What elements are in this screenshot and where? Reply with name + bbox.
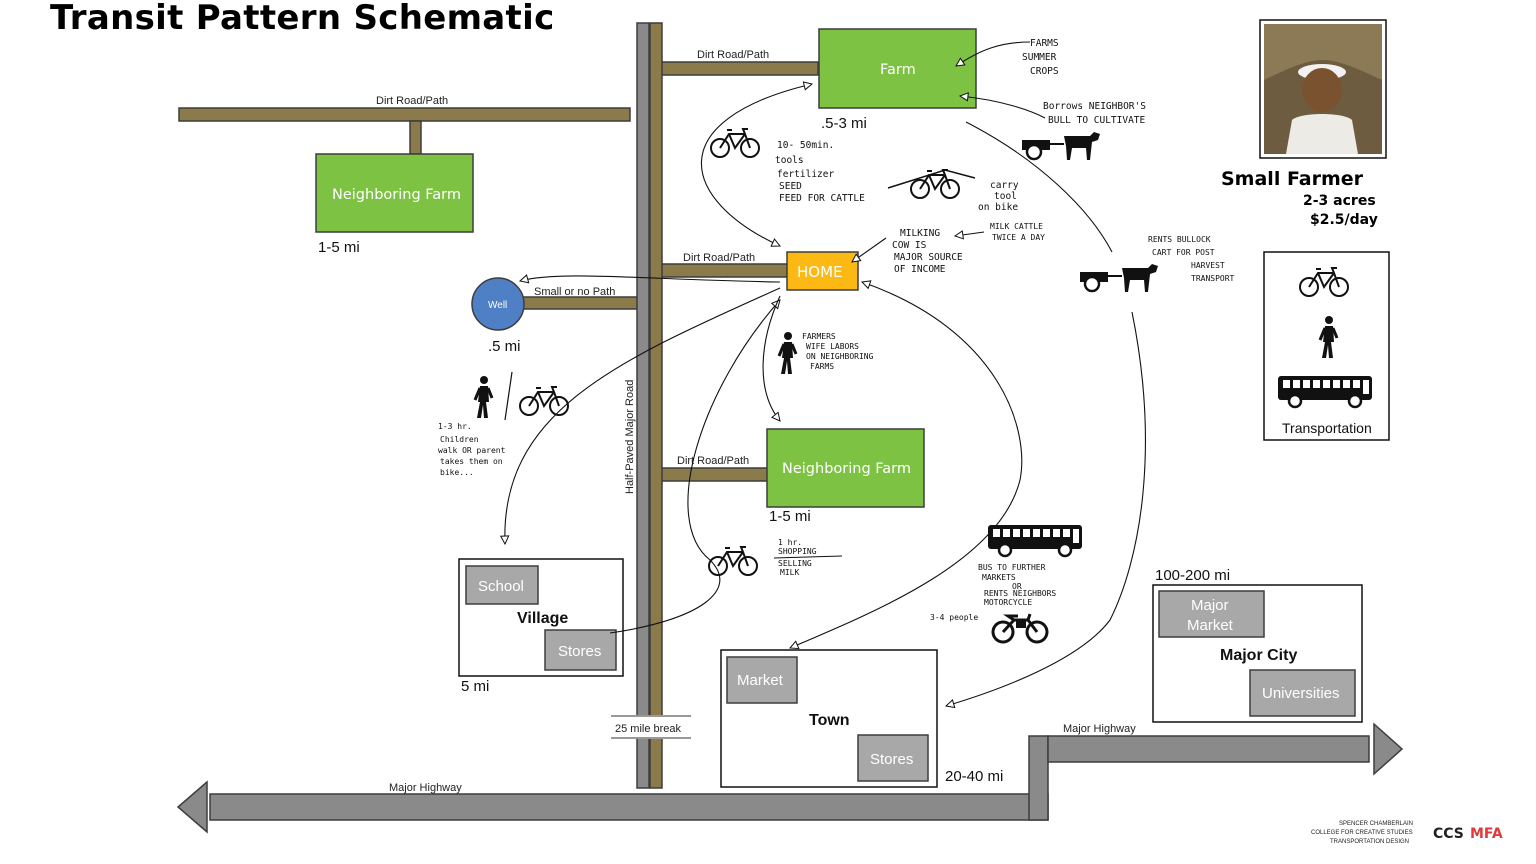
dirt-road-lower-label: Dirt Road/Path [677, 455, 749, 467]
farm-box [818, 28, 977, 109]
note-carry-tool: carry tool on bike [978, 180, 1024, 213]
town-stores-label: Stores [870, 751, 913, 768]
home-label: HOME [797, 263, 843, 281]
major-market-label-1: Major [1191, 597, 1229, 614]
dirt-road-left-label: Dirt Road/Path [376, 95, 448, 107]
note-shopping: 1 hr. SHOPPING SELLING MILK [778, 538, 821, 577]
highway-bottom-label: Major Highway [389, 782, 462, 794]
note-wife-labors: FARMERS WIFE LABORS ON NEIGHBORING FARMS [802, 332, 878, 371]
bullock-cart-transport-icon [1078, 262, 1160, 294]
well-distance: .5 mi [488, 338, 521, 355]
svg-text:CCS: CCS [1433, 826, 1464, 842]
major-road-label: Half-Paved Major Road [624, 380, 636, 494]
motorcycle-icon [991, 612, 1049, 644]
mile-break-label: 25 mile break [615, 723, 682, 735]
dirt-road-lower [659, 467, 769, 482]
bicycle-with-tool-icon [887, 169, 976, 199]
note-bus: BUS TO FURTHER MARKETS OR RENTS NEIGHBOR… [978, 563, 1061, 607]
ccs-mfa-logo: CCS MFA [1433, 826, 1503, 842]
village-stores-label: Stores [558, 643, 601, 660]
svg-text:MFA: MFA [1470, 826, 1503, 842]
neighboring-farm-mid-label: Neighboring Farm [782, 461, 911, 477]
mile-break-marker [611, 715, 691, 739]
town-distance: 20-40 mi [945, 768, 1003, 785]
well-path [521, 296, 639, 310]
walking-child-icon [473, 374, 494, 420]
well-circle [471, 277, 525, 331]
well-label: Well [488, 300, 507, 311]
neighboring-farm-top-label: Neighboring Farm [332, 187, 461, 203]
farmer-income: $2.5/day [1310, 212, 1378, 228]
bicycle-shopping-icon [708, 546, 758, 576]
major-city-box [1152, 584, 1363, 723]
major-city-distance: 100-200 mi [1155, 567, 1230, 584]
village-box [458, 558, 624, 677]
universities-label: Universities [1262, 685, 1340, 702]
bicycle-school-icon [519, 386, 569, 416]
major-highway-bottom [176, 735, 1049, 834]
note-children: 1-3 hr. Children walk OR parent takes th… [438, 422, 510, 477]
flow-arrows [505, 41, 1146, 706]
neighboring-farm-mid-distance: 1-5 mi [769, 508, 811, 525]
note-milking: MILKING COW IS MAJOR SOURCE OF INCOME [892, 228, 968, 275]
farmer-photo [1259, 19, 1387, 159]
walking-person-icon [777, 330, 798, 376]
footer-credit: SPENCER CHAMBERLAIN COLLEGE FOR CREATIVE… [1311, 821, 1415, 845]
dirt-road-left [178, 107, 631, 155]
highway-right-label: Major Highway [1063, 723, 1136, 735]
half-paved-major-road [636, 22, 663, 789]
neighboring-farm-top-distance: 1-5 mi [318, 239, 360, 256]
well-path-label: Small or no Path [534, 286, 615, 298]
note-people: 3-4 people [930, 613, 978, 622]
note-borrows-bull: Borrows NEIGHBOR'S BULL TO CULTIVATE [1043, 101, 1152, 126]
bus-icon [986, 523, 1084, 558]
dirt-road-home [659, 263, 789, 278]
major-city-label: Major City [1220, 647, 1297, 664]
dirt-road-top-label: Dirt Road/Path [697, 49, 769, 61]
farmer-name: Small Farmer [1221, 168, 1364, 190]
note-rents-cart: RENTS BULLOCK CART FOR POST HARVEST TRAN… [1148, 235, 1235, 283]
bicycle-icon [710, 128, 760, 158]
town-box [720, 649, 938, 788]
major-highway-right [1047, 722, 1404, 776]
town-market-label: Market [737, 672, 784, 689]
note-farms-crops: FARMS SUMMER CROPS [1022, 38, 1064, 77]
village-school-label: School [478, 578, 524, 595]
slash-divider [504, 371, 513, 421]
transportation-label: Transportation [1282, 420, 1372, 436]
dirt-road-home-label: Dirt Road/Path [683, 252, 755, 264]
page-title: Transit Pattern Schematic [50, 0, 555, 38]
dirt-road-top [659, 61, 819, 76]
town-label: Town [809, 712, 850, 729]
village-label: Village [517, 610, 568, 627]
note-bike-trip: 10- 50min. tools fertilizer SEED FEED FO… [775, 140, 865, 204]
farm-label: Farm [880, 62, 916, 78]
note-milk-cattle: MILK CATTLE TWICE A DAY [990, 222, 1048, 242]
village-distance: 5 mi [461, 678, 489, 695]
farm-distance: .5-3 mi [821, 115, 867, 132]
major-market-label-2: Market [1187, 617, 1234, 634]
neighboring-farm-top-box [315, 153, 474, 233]
bullock-cart-icon [1020, 130, 1102, 162]
farmer-acres: 2-3 acres [1303, 193, 1376, 209]
